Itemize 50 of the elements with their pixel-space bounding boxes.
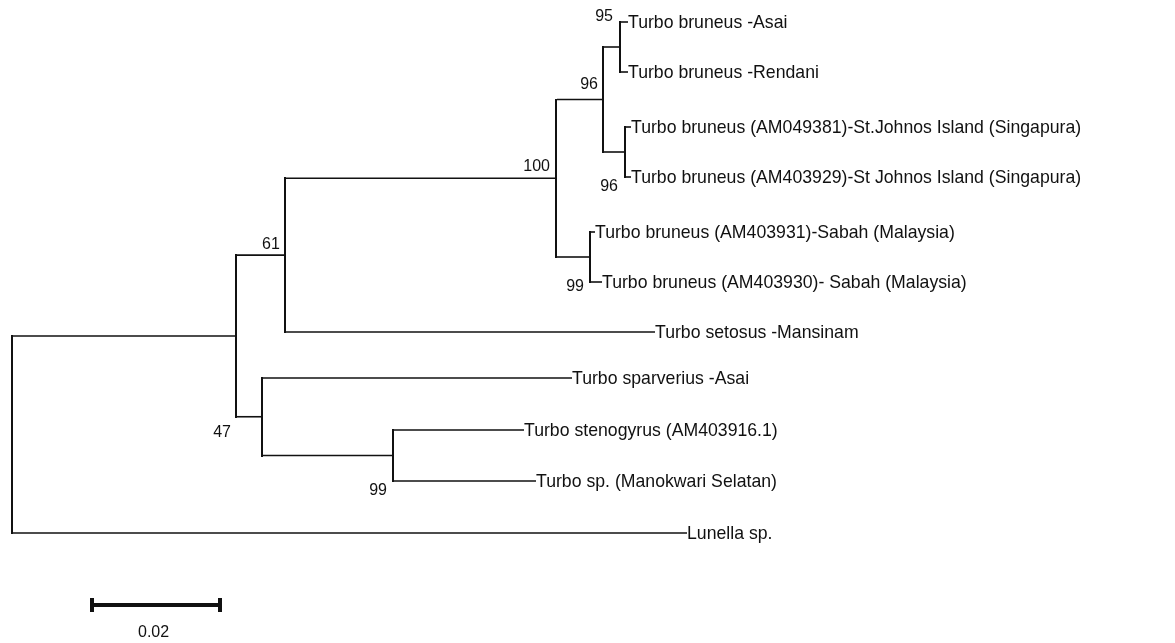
branch-line [590,231,596,233]
junction-line [589,231,591,283]
branch-line [590,281,603,283]
bootstrap-value: 96 [580,74,598,94]
branch-line [12,532,688,534]
branch-line [393,480,537,482]
taxon-label: Turbo bruneus (AM403931)-Sabah (Malaysia) [595,220,955,244]
bootstrap-value: 100 [523,156,550,176]
branch-line [262,454,393,457]
branch-line [603,46,620,48]
junction-line [619,21,621,73]
scale-value: 0.02 [138,622,170,642]
bootstrap-value: 95 [595,6,613,26]
junction-line [11,334,13,534]
bootstrap-value: 99 [566,276,584,296]
junction-line [235,254,237,418]
bootstrap-value: 99 [369,480,387,500]
junction-line [624,126,626,178]
branch-line [556,98,603,101]
junction-line [392,429,394,482]
taxon-label: Turbo setosus -Mansinam [655,320,859,344]
taxon-label: Turbo stenogyrus (AM403916.1) [524,418,778,442]
junction-line [555,98,557,258]
branch-line [393,429,525,431]
taxon-label: Turbo bruneus (AM403930)- Sabah (Malaysia) [602,270,967,294]
taxon-label: Turbo sp. (Manokwari Selatan) [536,469,777,493]
taxon-label: Turbo bruneus -Rendani [628,60,819,84]
branch-line [236,415,262,418]
taxon-label: Lunella sp. [687,521,773,545]
branch-line [620,21,629,23]
branch-line [236,254,285,256]
taxon-label: Turbo sparverius -Asai [572,366,750,390]
branch-line [625,176,632,178]
bootstrap-value: 61 [262,234,280,254]
junction-line [284,177,286,333]
branch-line [620,71,629,73]
branch-line [603,151,625,153]
junction-line [602,46,604,153]
branch-line [262,377,573,379]
taxon-label: Turbo bruneus (AM403929)-St Johnos Island (Singapura) [631,165,1082,189]
junction-line [261,377,263,457]
branch-line [285,331,656,333]
bootstrap-value: 96 [600,176,618,196]
branch-line [625,126,632,128]
branch-line [285,177,556,180]
taxon-label: Turbo bruneus (AM049381)-St.Johnos Island (Singapura) [631,115,1082,139]
branch-line [556,256,590,258]
taxon-label: Turbo bruneus -Asai [628,10,788,34]
branch-line [12,335,236,337]
bootstrap-value: 47 [213,422,231,442]
